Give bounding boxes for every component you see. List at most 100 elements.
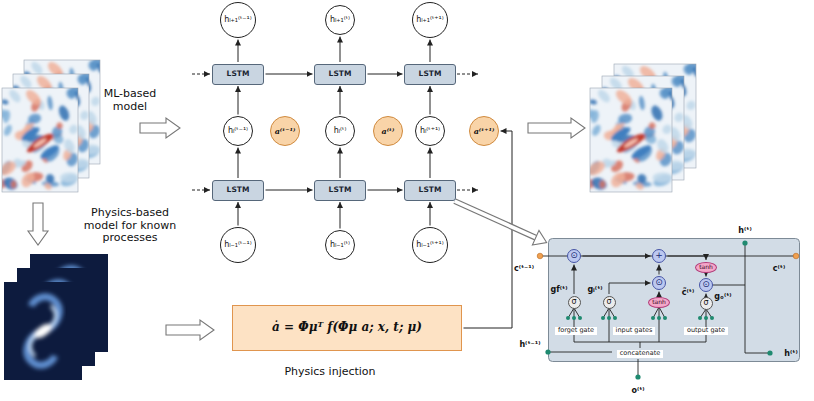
dot <box>657 316 661 320</box>
connector <box>430 86 431 115</box>
node-text: σ <box>606 298 611 307</box>
tanh-op: tanh <box>648 297 670 308</box>
physics-state: a⁽ᵗ⁻¹⁾ <box>270 116 300 146</box>
node-text: ȧ = Φμᵀ f(Φμ a; x, t; μ) <box>272 321 422 334</box>
connector <box>340 148 341 179</box>
hidden-state: hₗ₊₁⁽ᵗ⁻¹⁾ <box>220 2 256 38</box>
multiply-op: ⊙ <box>652 276 666 290</box>
node-text: ⊙ <box>702 280 710 290</box>
connector <box>266 74 313 75</box>
connector-outer <box>455 201 536 238</box>
hollow-connector <box>455 201 547 245</box>
caption-label: Physics-based model for known processes <box>80 207 180 245</box>
vortex-snapshot <box>4 282 82 380</box>
flow-snapshot <box>583 82 677 192</box>
connector <box>340 37 341 63</box>
obs-input-line <box>638 359 639 377</box>
signal-dots <box>545 240 772 379</box>
dot <box>767 350 772 355</box>
dot <box>793 253 799 259</box>
connector <box>238 148 239 179</box>
node-text: a⁽ᵗ⁺¹⁾ <box>474 127 495 136</box>
bus-line <box>659 318 660 342</box>
signal-label: h⁽ᵗ⁾ <box>784 349 797 358</box>
connector <box>266 190 313 191</box>
connector <box>238 40 239 63</box>
node-text: hₗ⁽ᵗ⁺¹⁾ <box>420 127 440 136</box>
connector <box>706 274 707 277</box>
dot <box>704 316 708 320</box>
node-text: hₗ⁽ᵗ⁾ <box>334 127 347 136</box>
dot <box>635 374 640 379</box>
dot <box>710 316 714 320</box>
dot <box>601 316 605 320</box>
dot <box>566 316 570 320</box>
node-text: LSTM <box>419 186 442 194</box>
signal-label: gᵢ⁽ᵗ⁾ <box>587 285 602 294</box>
connector <box>583 256 651 257</box>
dot <box>742 240 747 245</box>
signal-label: gₒ⁽ᵗ⁾ <box>714 292 731 301</box>
add-op: + <box>652 249 666 263</box>
node-text: tanh <box>652 299 666 306</box>
wires <box>540 243 796 377</box>
gate-label: input gates <box>613 327 656 335</box>
hidden-state: hₗ₋₁⁽ᵗ⁺¹⁾ <box>412 227 448 263</box>
tanh-op: tanh <box>695 262 717 273</box>
node-text: hₗ⁽ᵗ⁻¹⁾ <box>228 127 248 136</box>
node-text: LSTM <box>419 70 442 78</box>
physics-box: ȧ = Φμᵀ f(Φμ a; x, t; μ) <box>232 305 462 351</box>
connector <box>340 86 341 115</box>
multiply-op: ⊙ <box>699 278 713 292</box>
hidden-state: hₗ⁽ᵗ⁻¹⁾ <box>223 116 253 146</box>
gate-label: forget gate <box>555 327 597 335</box>
dot <box>663 316 667 320</box>
dashed-arrow <box>192 74 210 75</box>
caption-label: ML-based model <box>102 88 158 113</box>
physics-state: a⁽ᵗ⁾ <box>373 116 403 146</box>
output-field-stack <box>583 58 701 192</box>
hollow-arrow <box>140 118 180 138</box>
lstm-cell: LSTM <box>404 64 456 85</box>
multiply-op: ⊙ <box>567 249 581 263</box>
dashed-arrow <box>457 190 478 191</box>
lstm-cell: LSTM <box>212 64 264 85</box>
output-line <box>712 285 745 286</box>
signal-label: gf⁽ᵗ⁾ <box>551 285 568 294</box>
bus-line <box>609 318 610 342</box>
dot <box>698 316 702 320</box>
lstm-cell: LSTM <box>314 180 366 201</box>
connector <box>464 131 513 328</box>
dashed-arrow <box>457 74 478 75</box>
cell-panel <box>549 239 800 362</box>
connector <box>238 86 239 115</box>
lstm-detail: forget gateinput gatesoutput gateconcate… <box>548 238 800 362</box>
node-text: tanh <box>699 264 713 271</box>
flow-snapshot <box>0 82 83 192</box>
signal-label: c̃⁽ᵗ⁾ <box>682 288 694 297</box>
connector <box>430 202 431 226</box>
connector <box>430 148 431 179</box>
output-line <box>745 353 770 354</box>
recurrent-dashes <box>192 74 478 190</box>
snapshot-frame <box>2 88 78 192</box>
hidden-state: hₗ₋₁⁽ᵗ⁻¹⁾ <box>220 227 256 263</box>
hidden-state: hₗ⁽ᵗ⁾ <box>325 116 355 146</box>
cell-wires <box>548 238 800 362</box>
lstm-cell: LSTM <box>404 180 456 201</box>
physics-state: a⁽ᵗ⁺¹⁾ <box>469 116 499 146</box>
dot <box>545 349 550 354</box>
dot <box>537 253 543 259</box>
arrow-head <box>532 230 546 245</box>
connector <box>430 40 431 63</box>
hollow-arrow <box>166 320 214 340</box>
connector <box>368 190 403 191</box>
sigmoid-gate: σ <box>700 297 713 310</box>
dashed-arrow <box>192 190 210 191</box>
node-text: hₗ₊₁⁽ᵗ⁾ <box>330 16 350 25</box>
connector <box>238 202 239 226</box>
hidden-state: hₗ⁽ᵗ⁺¹⁾ <box>415 116 445 146</box>
snapshot-frame <box>590 88 672 192</box>
concatenate-bar: concatenate <box>617 350 663 358</box>
node-text: + <box>655 251 663 261</box>
